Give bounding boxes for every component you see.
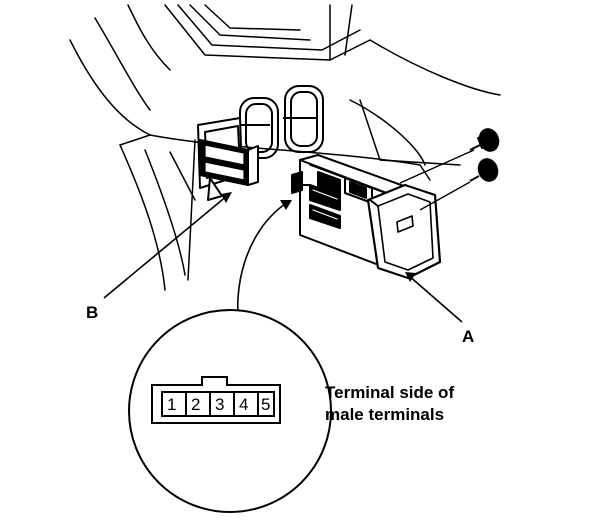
terminal-caption-line2: male terminals	[325, 405, 444, 424]
terminal-connector-face	[151, 376, 281, 424]
arrow-heads	[221, 192, 416, 282]
terminal-caption-line1: Terminal side of	[325, 383, 454, 402]
callout-label-b: B	[86, 303, 98, 322]
terminal-pin-3: 3	[215, 395, 224, 414]
callout-label-a: A	[462, 327, 474, 346]
screw-lower	[469, 158, 499, 182]
dashboard-panel	[69, 4, 501, 291]
terminal-pin-2: 2	[191, 395, 200, 414]
screw-leaders	[399, 149, 475, 211]
screw-upper	[469, 128, 500, 152]
terminal-pin-5: 5	[261, 395, 270, 414]
terminal-pin-1: 1	[167, 395, 176, 414]
connector-b	[197, 117, 259, 201]
terminal-pin-4: 4	[239, 395, 248, 414]
switch-a	[291, 154, 442, 280]
